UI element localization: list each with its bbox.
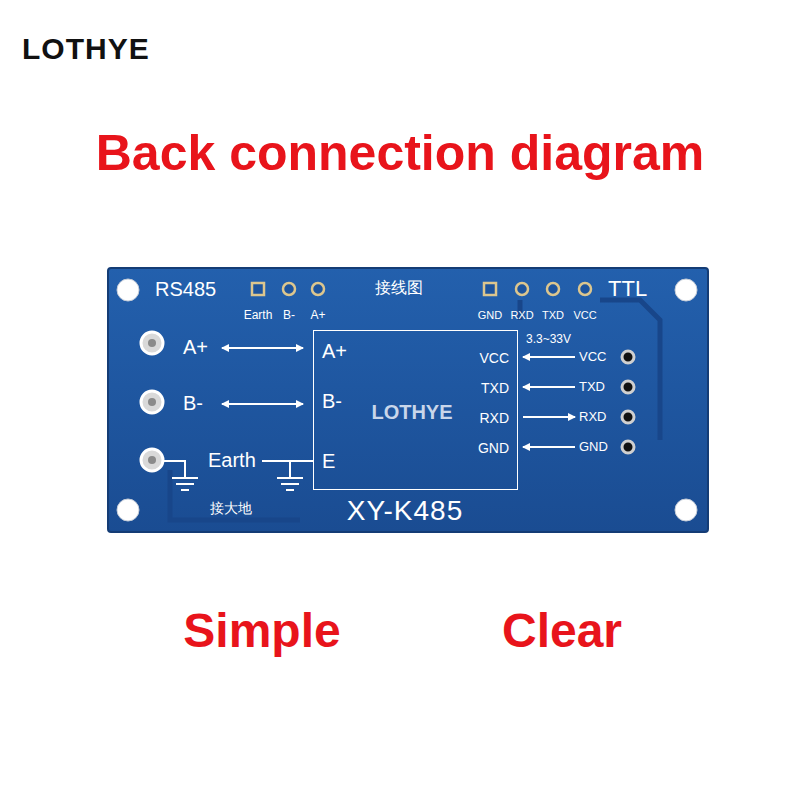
pin-name: E — [322, 451, 335, 471]
pin-name: A+ — [310, 309, 325, 321]
pcb-board — [108, 268, 708, 532]
pin-name: VCC — [479, 351, 509, 365]
header-name: TTL — [608, 278, 647, 300]
signal-arrows — [222, 348, 575, 447]
slogan: Simple — [183, 607, 340, 655]
model-name: XY-K485 — [347, 497, 464, 525]
brand-logo: LOTHYE — [22, 34, 150, 64]
pin-name: B- — [283, 309, 295, 321]
mounting-holes — [117, 279, 697, 521]
pin-name: A+ — [322, 341, 347, 361]
ttl-header-pads — [484, 283, 591, 295]
terminal-name: A+ — [183, 337, 208, 357]
silkscreen-note: 接线图 — [375, 280, 423, 296]
pin-name: Earth — [244, 309, 273, 321]
pin-pads — [622, 351, 634, 453]
silkscreen-note: 接大地 — [210, 501, 252, 515]
pcb-traces — [170, 300, 660, 520]
slogan: Clear — [502, 607, 622, 655]
pin-name: TXD — [579, 380, 605, 393]
pin-name: GND — [478, 310, 502, 321]
rs485-header-pads — [252, 283, 324, 295]
terminal-pads — [141, 332, 163, 471]
pin-name: TXD — [542, 310, 564, 321]
terminal-name: Earth — [208, 450, 256, 470]
terminal-name: B- — [183, 393, 203, 413]
pin-name: VCC — [579, 350, 606, 363]
pin-name: TXD — [481, 381, 509, 395]
pin-name: RXD — [479, 411, 509, 425]
title: Back connection diagram — [96, 128, 705, 178]
pin-name: B- — [322, 391, 342, 411]
pin-name: GND — [478, 441, 509, 455]
watermark: LOTHYE — [371, 402, 452, 422]
pin-name: RXD — [579, 410, 606, 423]
voltage-range: 3.3~33V — [526, 333, 571, 345]
pin-name: VCC — [573, 310, 596, 321]
header-name: RS485 — [155, 279, 216, 299]
pin-name: RXD — [510, 310, 533, 321]
pin-name: GND — [579, 440, 608, 453]
